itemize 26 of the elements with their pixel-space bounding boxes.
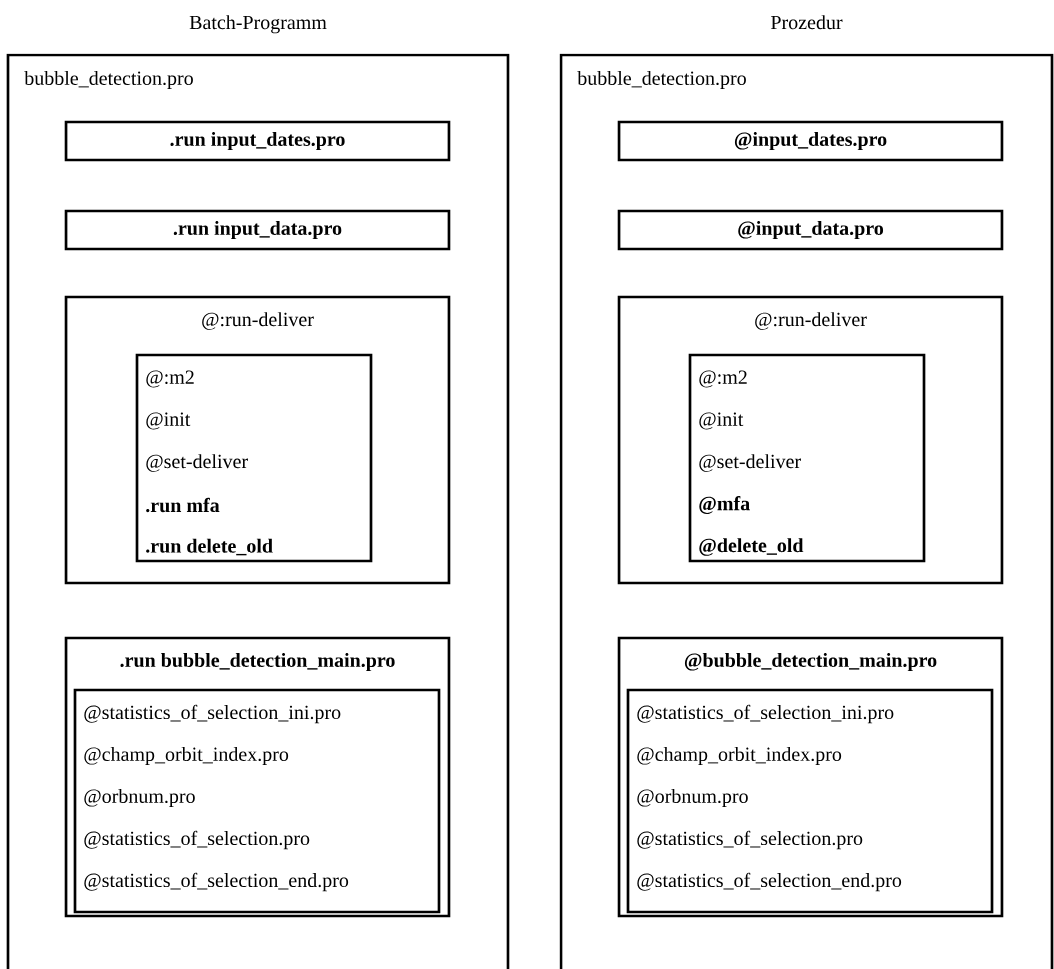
column-heading: Batch-Programm xyxy=(189,15,327,34)
code-line: @statistics_of_selection.pro xyxy=(637,830,863,850)
code-line: @champ_orbit_index.pro xyxy=(637,746,842,766)
column-heading: Prozedur xyxy=(771,15,843,30)
code-box: .run input_data.pro xyxy=(64,209,451,251)
code-line: @statistics_of_selection_end.pro xyxy=(637,872,902,892)
code-line: @statistics_of_selection.pro xyxy=(84,830,310,850)
code-line: @init xyxy=(699,412,744,430)
code-box: @input_dates.pro xyxy=(617,120,1004,162)
code-line: @mfa xyxy=(699,496,750,514)
code-line: @statistics_of_selection_ini.pro xyxy=(637,704,894,724)
code-box: .run input_dates.pro xyxy=(64,120,451,162)
code-box: @input_data.pro xyxy=(617,209,1004,251)
code-line: @orbnum.pro xyxy=(84,788,195,808)
code-line: @set-deliver xyxy=(146,454,248,472)
code-line: @:m2 xyxy=(146,370,194,388)
code-line: @statistics_of_selection_ini.pro xyxy=(84,704,341,724)
code-line: @champ_orbit_index.pro xyxy=(84,746,289,766)
code-line: @statistics_of_selection_end.pro xyxy=(84,872,349,892)
code-line: .run mfa xyxy=(146,497,220,513)
code-line: @orbnum.pro xyxy=(637,788,748,808)
code-line: @init xyxy=(146,412,191,430)
code-line: .run delete_old xyxy=(146,538,273,556)
code-line: @set-deliver xyxy=(699,454,801,472)
code-line: @:m2 xyxy=(699,370,747,388)
code-line: @delete_old xyxy=(699,538,804,556)
